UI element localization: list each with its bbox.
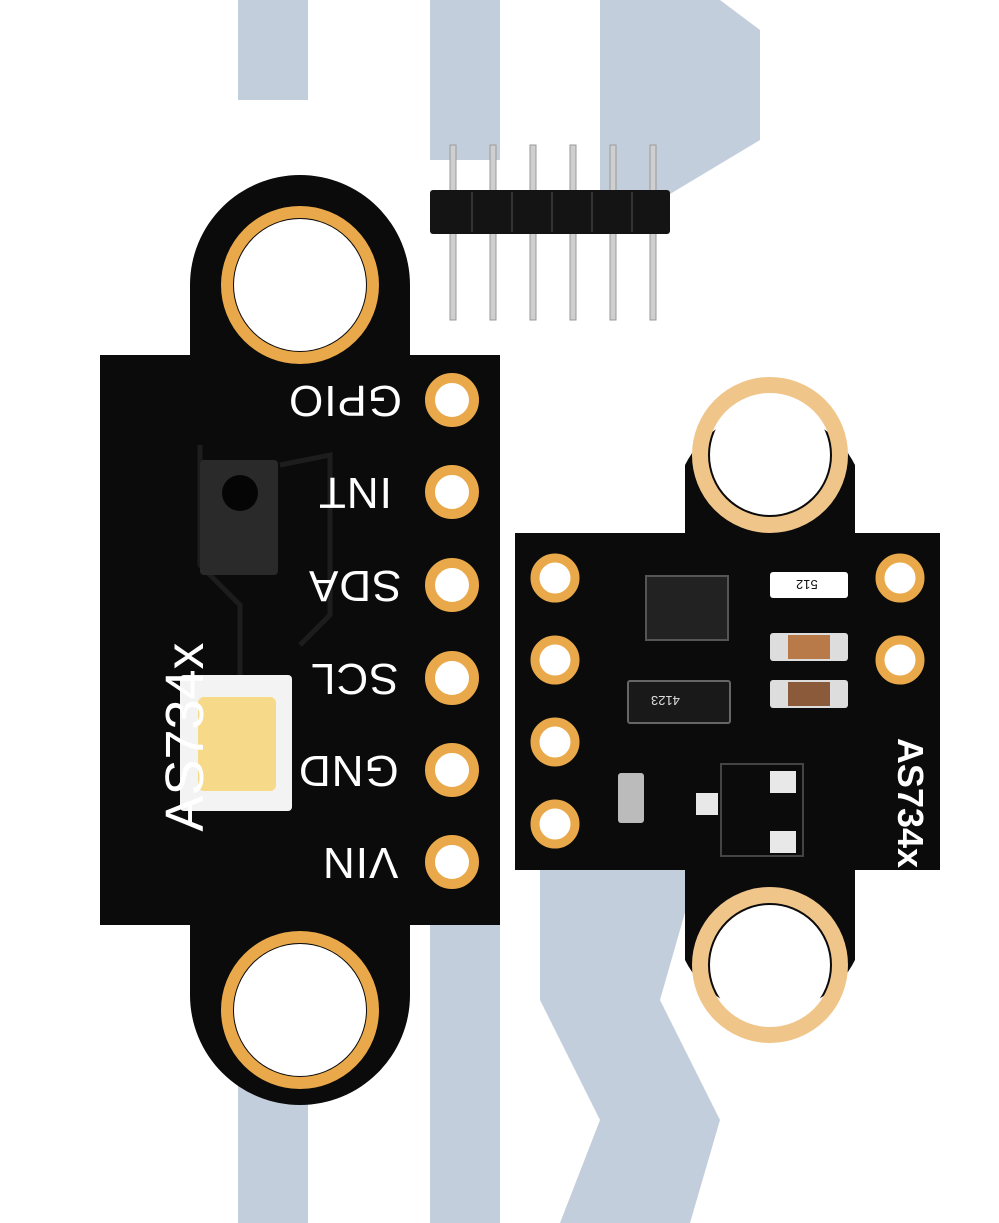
front-board: AS734x GPIO INT SDA SCL GND VIN xyxy=(100,165,500,1125)
regulator-outline xyxy=(696,763,804,857)
back-mounting-hole-top xyxy=(692,377,848,533)
capacitor xyxy=(770,633,848,661)
small-capacitor xyxy=(618,773,644,823)
back-board-name: AS734x xyxy=(890,737,931,869)
pin-label-gnd: GND xyxy=(298,746,399,795)
pin-label-scl: SCL xyxy=(310,654,399,703)
mounting-hole-top xyxy=(221,206,379,364)
front-pin-pads xyxy=(425,373,479,889)
mounting-hole-bottom xyxy=(221,931,379,1089)
back-pin-pads-left xyxy=(530,553,580,849)
sensor-chip xyxy=(200,460,278,575)
sensor-aperture xyxy=(222,475,258,511)
led xyxy=(180,675,292,811)
resistor-array: 4123 xyxy=(627,680,731,724)
front-board-name: AS734x xyxy=(155,642,215,832)
pin-label-sda: SDA xyxy=(308,561,402,610)
back-board: 512 4123 AS734x xyxy=(515,365,940,1060)
pin-label-gpio: GPIO xyxy=(288,376,403,425)
pin-label-vin: VIN xyxy=(322,838,399,887)
pin-label-int: INT xyxy=(318,468,392,517)
pin-pad xyxy=(425,558,479,612)
pin-pad xyxy=(425,465,479,519)
pin-pad xyxy=(425,373,479,427)
header-plastic-body xyxy=(430,190,670,234)
back-ic-chip xyxy=(645,575,729,641)
pin-header xyxy=(430,144,670,321)
pin-pad xyxy=(425,743,479,797)
back-mounting-hole-bottom xyxy=(692,887,848,1043)
pin-pad xyxy=(425,651,479,705)
pin-pad xyxy=(425,835,479,889)
back-pin-pads-right xyxy=(875,553,925,685)
resistor-512: 512 xyxy=(770,572,848,598)
resistor xyxy=(770,680,848,708)
